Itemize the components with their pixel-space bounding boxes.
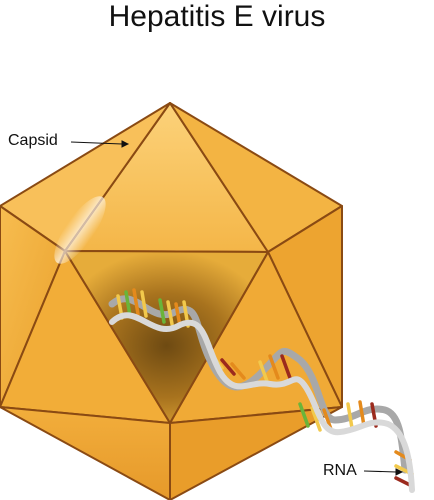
rna-label: RNA <box>323 462 357 479</box>
capsid-highlight <box>54 196 106 264</box>
diagram-title: Hepatitis E virus <box>108 0 326 33</box>
capsid-shape <box>0 102 343 500</box>
capsid-leader-line <box>70 140 130 148</box>
rna-strand <box>108 288 415 493</box>
rna-leader-line <box>363 468 404 476</box>
capsid-label: Capsid <box>8 132 58 149</box>
